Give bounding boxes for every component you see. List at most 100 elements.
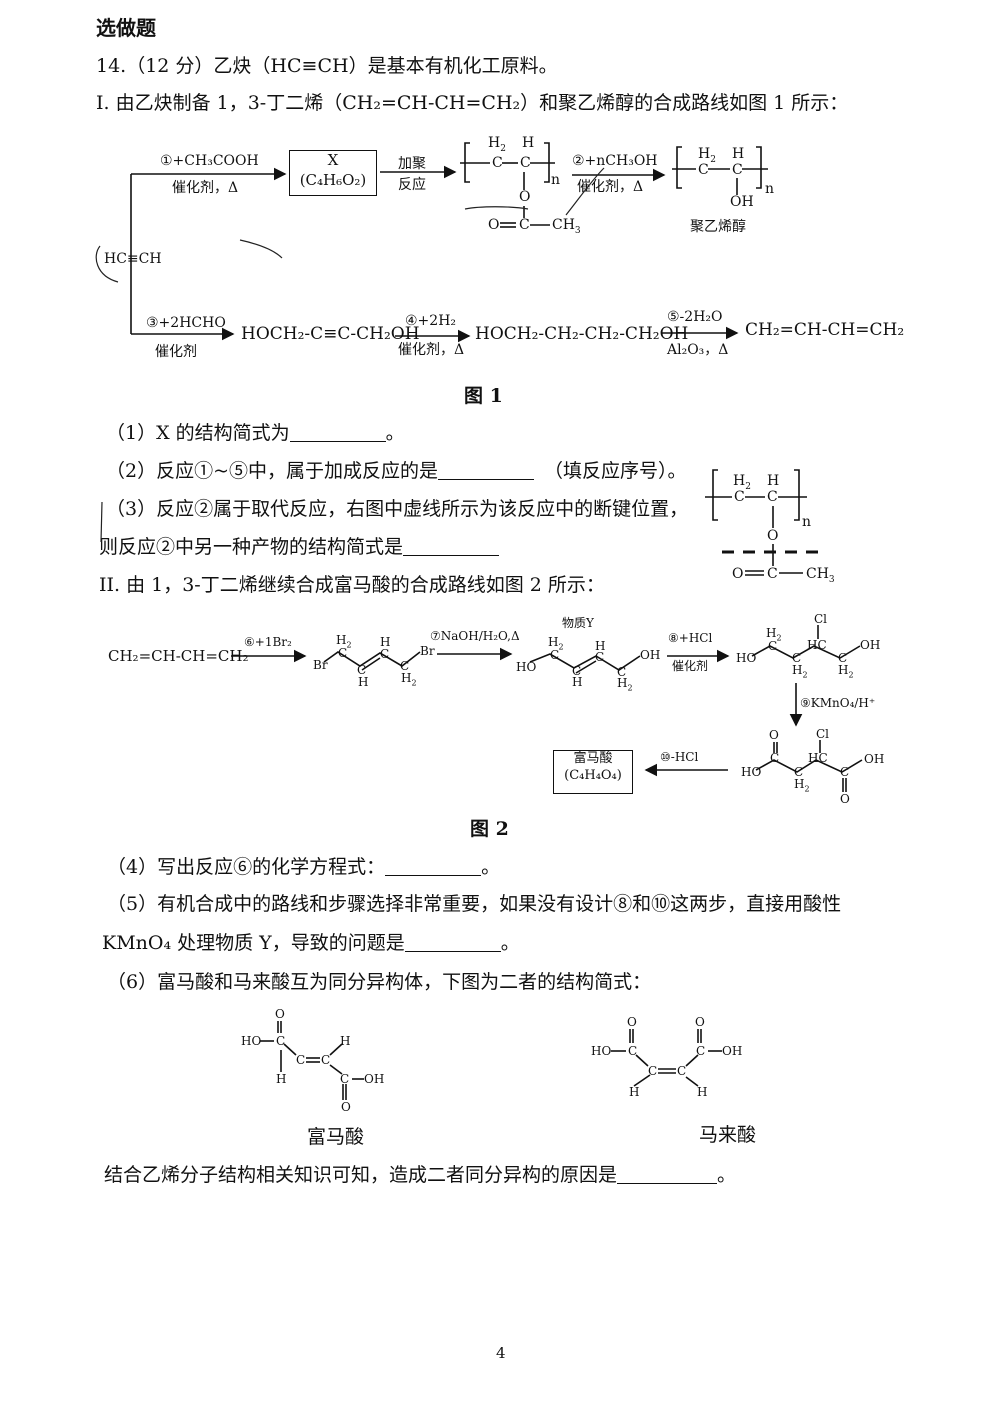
product-name: 富马酸 (573, 751, 613, 766)
q3-h: H (767, 473, 780, 489)
poly1-h2: H2 (488, 135, 506, 154)
chloro-cl: Cl (814, 612, 828, 626)
chloro-h2c: H2 (838, 663, 854, 680)
q2-text: （2）反应①~⑤中，属于加成反应的是（填反应序号）。 (106, 460, 687, 482)
figure-2-caption: 图 2 (470, 818, 509, 840)
reaction-9-label: ⑨KMnO₄/H⁺ (800, 696, 876, 710)
poly1-o: O (519, 189, 531, 205)
acid-c2: C (794, 765, 804, 779)
q1-text: （1）X 的结构简式为。 (106, 422, 405, 444)
q3-c1: C (734, 489, 745, 505)
diol-c1: C (550, 648, 560, 662)
chloro-c2: C (792, 651, 802, 665)
pva-c1: C (698, 162, 709, 178)
acid-hc: HC (808, 751, 828, 765)
q3-c2: C (767, 489, 778, 505)
pva-c2: C (732, 162, 743, 178)
acid-c1: C (770, 751, 780, 765)
fum-c1: C (276, 1034, 286, 1048)
chloro-ho: HO (736, 651, 757, 665)
figure-1-caption: 图 1 (464, 385, 503, 407)
pva-n: n (765, 181, 775, 197)
dibromide-c2: C (357, 663, 367, 677)
acid-cl: Cl (816, 727, 830, 741)
diol-oh: OH (640, 648, 661, 662)
reaction-2-reagent: ②+nCH₃OH (572, 153, 658, 169)
q3-o: O (767, 528, 779, 544)
reaction-5-reagent: ⑤-2H₂O (667, 309, 723, 325)
poly1-ch3: CH3 (552, 217, 581, 236)
diol-c2: C (572, 664, 582, 678)
reaction-3-reagent: ③+2HCHO (146, 315, 226, 331)
dibromide-c1: C (338, 646, 348, 660)
poly1-c3: C (519, 217, 530, 233)
poly1-n: n (551, 172, 561, 188)
pva-h2: H2 (698, 146, 716, 165)
diol-h1: H (572, 675, 583, 689)
poly1-o2: O (488, 217, 500, 233)
q6-text: （6）富马酸和马来酸互为同分异构体，下图为二者的结构简式： (107, 971, 652, 993)
fum-o2: O (341, 1100, 351, 1114)
mal-c2: C (648, 1064, 658, 1078)
dibromide-c3: C (380, 647, 390, 661)
fum-c3: C (321, 1053, 331, 1067)
reaction-8-condition: 催化剂 (672, 659, 709, 673)
fum-oh: OH (364, 1072, 385, 1086)
dibromide-h2a: H2 (336, 633, 352, 650)
poly1-h: H (522, 135, 535, 151)
q3-n: n (802, 514, 812, 530)
mal-h1: H (629, 1085, 640, 1099)
substance-y-label: 物质Y (562, 616, 594, 630)
product-formula: (C₄H₄O₄) (564, 767, 622, 783)
mal-oh: OH (722, 1044, 743, 1058)
fum-ho: HO (241, 1034, 262, 1048)
q3-text-a: （3）反应②属于取代反应，右图中虚线所示为该反应中的断键位置， (106, 498, 689, 520)
poly1-c1: C (492, 155, 503, 171)
compound-x-label: X (327, 151, 339, 169)
dibromide-h2b: H2 (401, 671, 417, 688)
acid-o2: O (840, 792, 850, 806)
fum-c4: C (340, 1072, 350, 1086)
reaction-1-reagent: ①+CH₃COOH (160, 153, 259, 169)
reaction-6-label: ⑥+1Br₂ (244, 635, 292, 649)
q3-text-b: 则反应②中另一种产物的结构简式是 (99, 538, 500, 557)
poly1-c2: C (520, 155, 531, 171)
reaction-5-condition: Al₂O₃，Δ (667, 342, 729, 358)
chloro-oh: OH (860, 638, 881, 652)
section-title: 选做题 (96, 16, 156, 40)
addition-poly-bottom: 反应 (398, 177, 426, 193)
dibromide-c4: C (400, 659, 410, 673)
acid-c4: C (840, 765, 850, 779)
mal-c3: C (677, 1064, 687, 1078)
q4-text: （4）写出反应⑥的化学方程式：。 (107, 856, 501, 878)
mal-o1: O (627, 1015, 637, 1029)
dibromide-br1: Br (313, 658, 328, 672)
q3-h2: H2 (733, 473, 751, 492)
fum-h1: H (276, 1072, 287, 1086)
diol-h2a: H2 (548, 635, 564, 652)
fum-c2: C (296, 1053, 306, 1067)
mal-o2: O (695, 1015, 705, 1029)
fumaric-acid-box: 富马酸 (C₄H₄O₄) (553, 750, 633, 794)
fum-h2: H (340, 1034, 351, 1048)
mal-ho: HO (591, 1044, 612, 1058)
reaction-2-condition: 催化剂，Δ (577, 179, 644, 195)
dibromide-br2: Br (420, 644, 435, 658)
mal-h2: H (697, 1085, 708, 1099)
diol-c3: C (595, 650, 605, 664)
chloro-c1: C (768, 639, 778, 653)
part1-intro: I. 由乙炔制备 1，3-丁二烯（CH₂=CH-CH=CH₂）和聚乙烯醇的合成路… (96, 92, 849, 114)
product-4: HOCH₂-CH₂-CH₂-CH₂OH (475, 324, 689, 344)
chloro-h2a: H2 (766, 626, 782, 643)
q5-text-a: （5）有机合成中的路线和步骤选择非常重要，如果没有设计⑧和⑩这两步，直接用酸性 (107, 893, 842, 915)
chloro-h2b: H2 (792, 663, 808, 680)
reaction-8-label: ⑧+HCl (668, 631, 713, 645)
fig2-start: CH₂=CH-CH=CH₂ (108, 647, 249, 665)
maleic-name: 马来酸 (699, 1124, 757, 1146)
fumaric-name: 富马酸 (307, 1126, 365, 1148)
q3-o2: O (732, 566, 744, 582)
acid-oh: OH (864, 752, 885, 766)
q3-ch3: CH3 (806, 566, 835, 585)
diol-h2b: H2 (617, 676, 633, 693)
